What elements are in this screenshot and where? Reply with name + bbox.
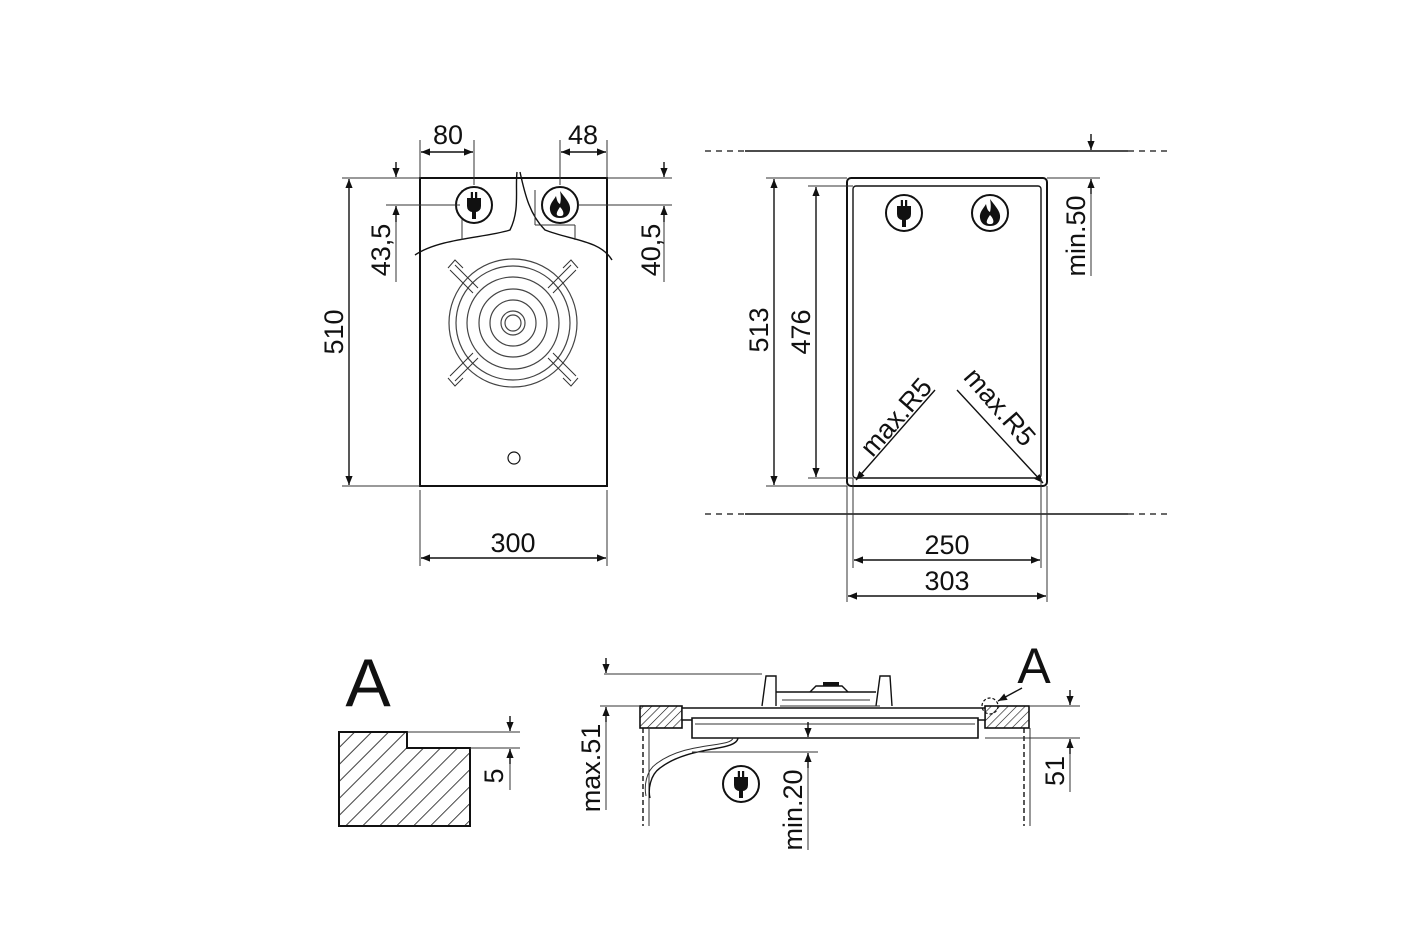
cutout-view: max.R5 max.R5 513 476 min.50 250 303 xyxy=(705,134,1168,602)
dim-80-label: 80 xyxy=(433,120,463,150)
dim-48-label: 48 xyxy=(568,120,598,150)
section-view: A max.51 min.20 51 xyxy=(576,638,1080,851)
worktop-right xyxy=(984,705,1030,729)
cutout-outer xyxy=(846,177,1048,487)
flame-icon xyxy=(541,186,579,224)
flame-icon xyxy=(971,194,1009,232)
cutout-inner xyxy=(852,185,1042,479)
detail-a-label: A xyxy=(345,645,391,721)
control-knob-indicator xyxy=(507,451,521,465)
dim-min50-label: min.50 xyxy=(1061,195,1091,276)
cutaway-curve-right xyxy=(519,171,613,261)
section-a-label: A xyxy=(1017,638,1051,694)
dim-43-5-label: 43,5 xyxy=(366,224,396,277)
dim-5-label: 5 xyxy=(479,768,509,783)
dim-476-label: 476 xyxy=(786,309,816,354)
worktop-section-hatch xyxy=(338,731,471,827)
dim-min20-label: min.20 xyxy=(778,769,808,850)
burner-grate xyxy=(447,258,579,388)
dim-max51-label: max.51 xyxy=(576,724,606,813)
plug-icon xyxy=(885,194,923,232)
worktop-left xyxy=(639,705,683,729)
hob-outline xyxy=(419,177,608,487)
dim-303-label: 303 xyxy=(924,566,969,596)
detail-a-callout xyxy=(981,697,999,715)
radius-left-label: max.R5 xyxy=(854,372,938,462)
detail-a: A 5 xyxy=(338,645,520,827)
dim-40-5-label: 40,5 xyxy=(636,224,666,277)
dim-510-label: 510 xyxy=(319,309,349,354)
plug-icon xyxy=(722,765,760,803)
plug-icon xyxy=(455,186,493,224)
cutaway-curve-left xyxy=(414,171,518,256)
hob-body xyxy=(691,717,979,739)
radius-right-label: max.R5 xyxy=(958,362,1042,452)
dim-513-label: 513 xyxy=(744,307,774,352)
dim-250-label: 250 xyxy=(924,530,969,560)
dim-51-label: 51 xyxy=(1040,756,1070,786)
dim-300-label: 300 xyxy=(490,528,535,558)
hob-top-view: 80 48 510 43,5 40,5 300 xyxy=(319,120,672,566)
power-cable xyxy=(648,737,739,799)
hob-glass xyxy=(681,707,986,721)
